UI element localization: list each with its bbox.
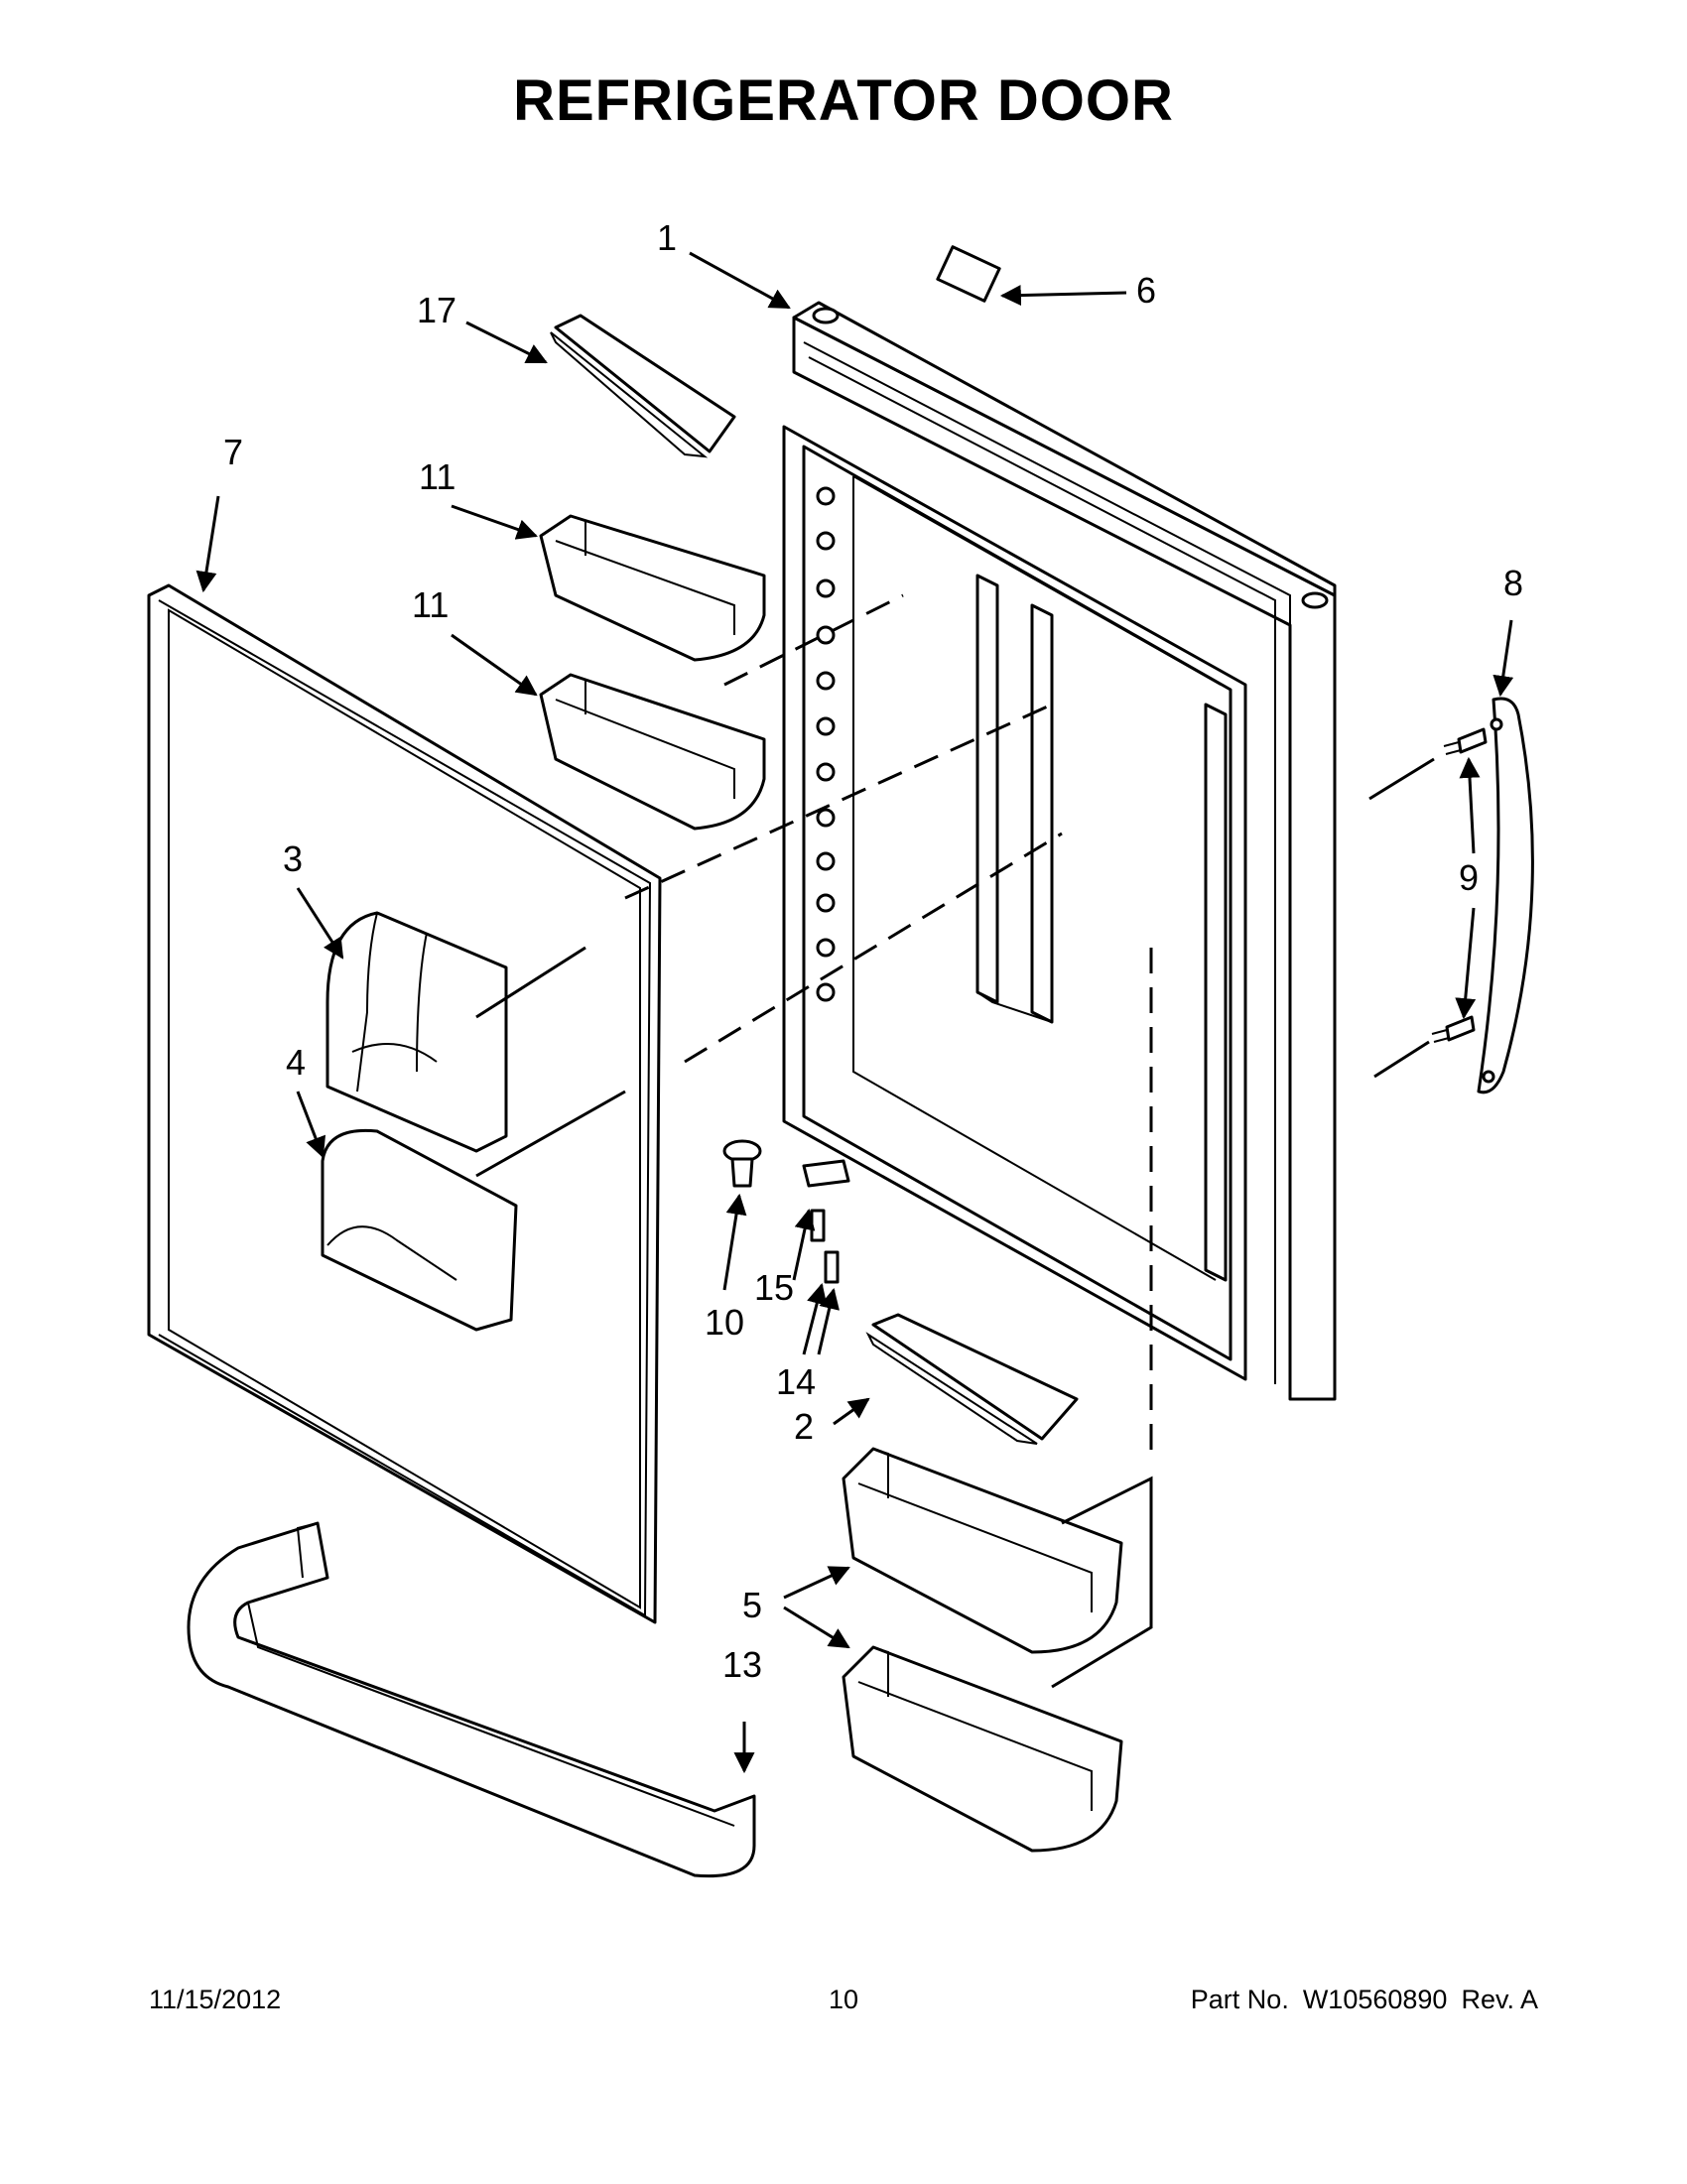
page-title: REFRIGERATOR DOOR [513, 68, 1174, 133]
bin-cover-lower [865, 1313, 1079, 1445]
callout-4: 4 [286, 1042, 306, 1083]
footer-date: 11/15/2012 [149, 1985, 282, 2014]
callout-11-upper: 11 [419, 456, 455, 497]
lamp-socket [722, 1139, 762, 1188]
door-bin-middle [539, 673, 766, 831]
footer-part-label: Part No. [1190, 1985, 1289, 2014]
callout-10: 10 [705, 1302, 744, 1343]
bin-cover-upper [550, 314, 736, 458]
footer-revision: Rev. A [1461, 1985, 1538, 2014]
shelf-support-dimples [816, 486, 836, 1002]
callout-3: 3 [283, 838, 303, 879]
dairy-compartment [321, 1128, 518, 1332]
callout-13: 13 [722, 1644, 762, 1685]
bottom-door-bin [187, 1521, 756, 1878]
callout-2: 2 [794, 1406, 814, 1447]
handle-screws [1431, 727, 1488, 1043]
callout-5: 5 [742, 1585, 762, 1625]
decal-label [936, 245, 1001, 303]
callout-15: 15 [754, 1267, 794, 1308]
door-outer-panel [792, 301, 1337, 1401]
callout-11-middle: 11 [412, 584, 449, 625]
door-bin-lower-2 [842, 1645, 1123, 1853]
door-bin-lower-1 [842, 1447, 1123, 1654]
dairy-compartment-door [325, 911, 508, 1153]
callout-labels: 1 6 17 7 11 11 8 3 9 4 15 10 14 2 5 13 [223, 217, 1523, 1685]
callout-8: 8 [1503, 563, 1523, 603]
footer-page-number: 10 [828, 1985, 859, 2014]
callout-1: 1 [657, 217, 677, 258]
leader-arrows [195, 251, 1514, 1774]
callout-14: 14 [776, 1361, 816, 1402]
footer-part-number: W10560890 [1302, 1985, 1448, 2014]
switch-bracket [802, 1159, 850, 1284]
callout-7: 7 [223, 432, 243, 472]
footer-part-info: Part No. W10560890 Rev. A [1177, 1985, 1538, 2015]
door-handle [1477, 697, 1534, 1094]
door-liner [782, 425, 1247, 1381]
assembly-lines [475, 593, 1435, 1689]
callout-9: 9 [1459, 857, 1479, 898]
door-bin-upper [539, 514, 766, 662]
callout-6: 6 [1136, 270, 1156, 311]
callout-17: 17 [417, 290, 456, 330]
